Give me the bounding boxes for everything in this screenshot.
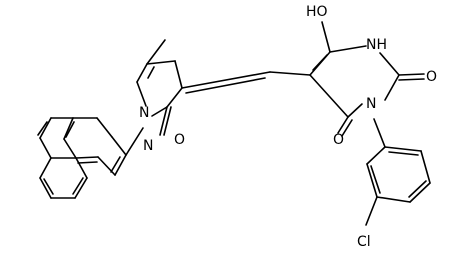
bond: [43, 178, 54, 195]
bond: [384, 74, 400, 101]
bond: [63, 138, 77, 159]
bond: [75, 157, 88, 179]
bond: [111, 136, 127, 156]
bond: [379, 52, 400, 76]
bond: [185, 77, 266, 94]
carbonyl-oxygen-label: O: [333, 132, 344, 148]
imide-nitrogen-label: N: [366, 96, 376, 112]
urea-oxygen-label: O: [426, 69, 437, 85]
naphthalene-group: [37, 117, 127, 199]
bond: [65, 121, 75, 138]
bond: [159, 106, 168, 136]
pyrazole-n1-label: N: [139, 105, 149, 121]
bond: [376, 196, 411, 203]
bond: [110, 156, 121, 173]
bond: [388, 151, 419, 156]
bond: [72, 177, 84, 195]
bond: [370, 165, 381, 194]
nh-label: NH: [366, 37, 387, 53]
bond: [420, 150, 431, 184]
bond: [337, 116, 349, 134]
bond: [77, 161, 98, 164]
bond: [166, 87, 183, 108]
bond: [341, 119, 353, 137]
bond: [181, 71, 271, 89]
chlorophenyl-group: [365, 118, 431, 226]
bond: [321, 21, 331, 53]
bond: [398, 78, 425, 81]
pyrazole-n2-label: N: [143, 138, 153, 154]
bond: [163, 106, 172, 136]
bond: [39, 117, 52, 139]
bond: [74, 177, 88, 199]
bond: [408, 180, 427, 198]
bond: [329, 45, 367, 53]
bond: [39, 137, 52, 159]
bond: [146, 39, 166, 65]
bond: [384, 146, 422, 152]
pyrimidine-group: [309, 21, 425, 137]
chlorine-label: Cl: [357, 234, 371, 250]
bond: [174, 60, 183, 89]
bond: [39, 177, 52, 199]
bond: [75, 156, 99, 159]
hydroxyl-label: HO: [306, 4, 328, 20]
bond: [347, 103, 363, 118]
bond: [97, 156, 116, 176]
bond: [409, 182, 431, 203]
pyrazolone-group: [125, 39, 183, 156]
pyrazolone-oxygen-label: O: [174, 132, 185, 148]
bond: [309, 74, 349, 118]
bond: [398, 73, 425, 76]
bond: [366, 163, 378, 198]
bond: [365, 196, 378, 226]
bond: [136, 63, 148, 83]
bond: [146, 60, 176, 65]
bond: [269, 71, 311, 76]
bond: [37, 121, 48, 136]
bond: [151, 106, 168, 117]
atom-labels: HO NH O N O N N O Cl: [139, 4, 437, 250]
bond: [39, 157, 52, 179]
bond: [366, 146, 386, 165]
bond: [312, 54, 328, 71]
bond: [96, 117, 113, 138]
bond: [147, 66, 155, 79]
bond: [63, 117, 74, 140]
bond: [136, 81, 147, 107]
bond: [373, 118, 386, 148]
bond: [125, 127, 144, 156]
bond: [114, 154, 127, 176]
methylidene-linker: [181, 71, 311, 94]
